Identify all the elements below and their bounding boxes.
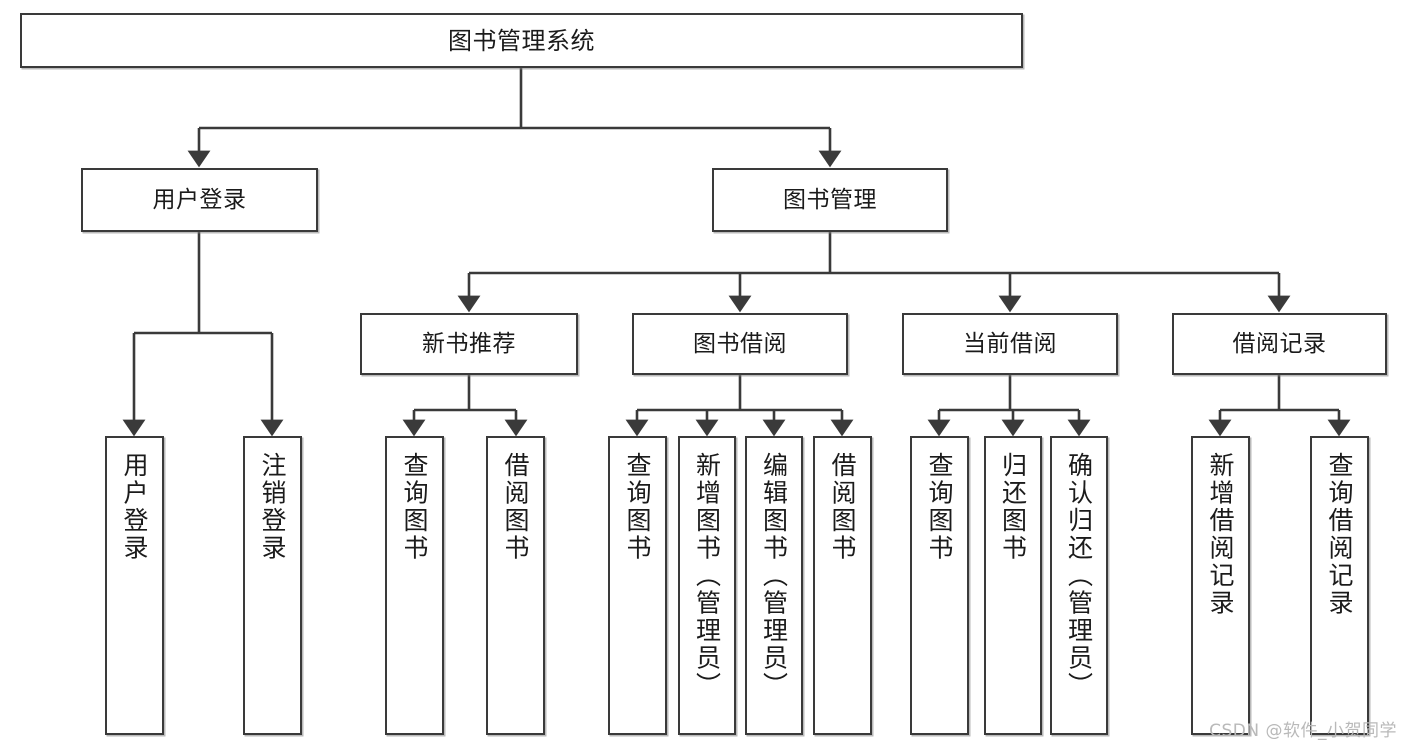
node-root[interactable]: 图书管理系统 (20, 13, 1023, 68)
leaf-user-login-label: 用户登录 (120, 452, 149, 562)
node-book-borrow[interactable]: 图书借阅 (632, 313, 848, 375)
node-root-label: 图书管理系统 (448, 26, 595, 55)
leaf-return-book[interactable]: 归还图书 (984, 436, 1042, 735)
leaf-borrow-book-2[interactable]: 借阅图书 (813, 436, 872, 735)
leaf-query-record-label: 查询借阅记录 (1325, 452, 1354, 617)
leaf-add-record[interactable]: 新增借阅记录 (1191, 436, 1250, 735)
node-new-book-recommend-label: 新书推荐 (422, 330, 516, 357)
leaf-add-record-label: 新增借阅记录 (1206, 452, 1235, 617)
node-current-borrow-label: 当前借阅 (963, 330, 1057, 357)
leaf-query-book-1-label: 查询图书 (400, 452, 429, 562)
leaf-user-login[interactable]: 用户登录 (105, 436, 164, 735)
node-book-borrow-label: 图书借阅 (693, 330, 787, 357)
leaf-query-book-1[interactable]: 查询图书 (385, 436, 444, 735)
node-book-manage[interactable]: 图书管理 (712, 168, 948, 232)
leaf-borrow-book-2-label: 借阅图书 (828, 452, 857, 562)
leaf-edit-book-label: 编辑图书（管理员） (759, 452, 789, 700)
node-user-login[interactable]: 用户登录 (81, 168, 318, 232)
leaf-return-book-label: 归还图书 (998, 452, 1028, 562)
leaf-confirm-return-label: 确认归还（管理员） (1064, 452, 1094, 700)
leaf-logout[interactable]: 注销登录 (243, 436, 302, 735)
leaf-query-book-3[interactable]: 查询图书 (910, 436, 969, 735)
leaf-edit-book[interactable]: 编辑图书（管理员） (745, 436, 803, 735)
leaf-logout-label: 注销登录 (258, 452, 287, 562)
node-book-manage-label: 图书管理 (783, 186, 877, 213)
node-borrow-record-label: 借阅记录 (1232, 330, 1327, 357)
node-borrow-record[interactable]: 借阅记录 (1172, 313, 1387, 375)
leaf-add-book-label: 新增图书（管理员） (692, 452, 722, 700)
leaf-query-record[interactable]: 查询借阅记录 (1310, 436, 1369, 735)
leaf-query-book-3-label: 查询图书 (925, 452, 954, 562)
node-current-borrow[interactable]: 当前借阅 (902, 313, 1118, 375)
leaf-borrow-book-1-label: 借阅图书 (501, 452, 530, 562)
node-user-login-label: 用户登录 (152, 186, 247, 213)
leaf-query-book-2[interactable]: 查询图书 (608, 436, 667, 735)
node-new-book-recommend[interactable]: 新书推荐 (360, 313, 578, 375)
leaf-add-book[interactable]: 新增图书（管理员） (678, 436, 736, 735)
leaf-query-book-2-label: 查询图书 (623, 452, 652, 562)
watermark: CSDN @软件_小贺同学 (1209, 721, 1397, 741)
leaf-borrow-book-1[interactable]: 借阅图书 (486, 436, 545, 735)
leaf-confirm-return[interactable]: 确认归还（管理员） (1050, 436, 1108, 735)
